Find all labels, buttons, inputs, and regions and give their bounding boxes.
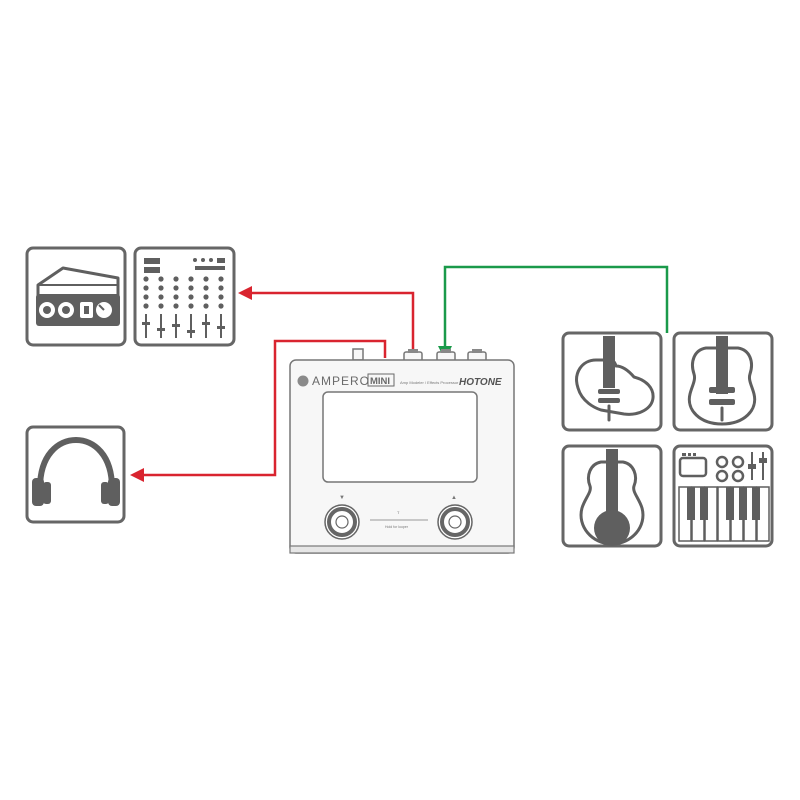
logo-icon (297, 375, 309, 387)
mixer-knob (143, 285, 149, 291)
mixer-knob (143, 294, 149, 300)
mixer-knob (173, 303, 179, 309)
mixer-knob (188, 285, 194, 291)
left-arrow-label: ▼ (339, 495, 345, 501)
mixer-knob (218, 285, 224, 291)
mixer-knob (173, 294, 179, 300)
brand-name: HOTONE (459, 377, 502, 388)
device-name: AMPERO (312, 374, 370, 388)
mixer-fader-cap (157, 328, 165, 331)
touch-screen (322, 391, 478, 483)
mixer-knob (188, 303, 194, 309)
mixer-fader-cap (172, 324, 180, 327)
mixer-knob (218, 276, 224, 282)
mixer-icon (133, 246, 236, 347)
footswitch-hint-icon: T (397, 510, 400, 515)
mixer-fader-cap (217, 326, 225, 329)
keyboard-synth-icon (672, 444, 774, 548)
right-arrow-label: ▲ (451, 495, 457, 501)
mixer-fader-cap (142, 322, 150, 325)
mixer-knob (188, 276, 194, 282)
mixer-knob (203, 303, 209, 309)
mixer-fader-cap (202, 322, 210, 325)
device-subtitle: Amp Modeler / Effects Processor (400, 380, 459, 385)
black-key (700, 487, 708, 520)
mixer-knob (158, 303, 164, 309)
footswitch-caption: Hold for looper (385, 525, 409, 529)
mixer-knob (158, 294, 164, 300)
mixer-knob (173, 276, 179, 282)
right-footswitch (437, 504, 473, 540)
black-key (739, 487, 747, 520)
mixer-fader-cap (187, 330, 195, 333)
usb-port (352, 348, 364, 361)
device-name-suffix: MINI (370, 376, 390, 387)
mixer-knob (143, 303, 149, 309)
left-footswitch (324, 504, 360, 540)
mixer-knob (158, 285, 164, 291)
black-key (726, 487, 734, 520)
bass-guitar-icon (672, 331, 774, 432)
acoustic-guitar-icon (561, 444, 663, 548)
mixer-knob (218, 294, 224, 300)
mixer-knob (173, 285, 179, 291)
black-key (687, 487, 695, 520)
mixer-knob (203, 276, 209, 282)
mixer-knob (218, 303, 224, 309)
arrow-to-headphones (130, 468, 144, 482)
black-key (752, 487, 760, 520)
headphones-icon (25, 425, 126, 524)
electric-guitar-icon (561, 331, 663, 432)
mixer-knob (188, 294, 194, 300)
mixer-knob (203, 285, 209, 291)
output-to-headphones-line (130, 339, 387, 482)
output-to-mixer-line (238, 286, 415, 355)
arrow-to-mixer (238, 286, 252, 300)
audio-interface-icon (25, 246, 127, 347)
mixer-knob (143, 276, 149, 282)
mixer-knob (158, 276, 164, 282)
mixer-knob (203, 294, 209, 300)
ampero-mini-device: AMPERO MINI Amp Modeler / Effects Proces… (289, 348, 515, 554)
